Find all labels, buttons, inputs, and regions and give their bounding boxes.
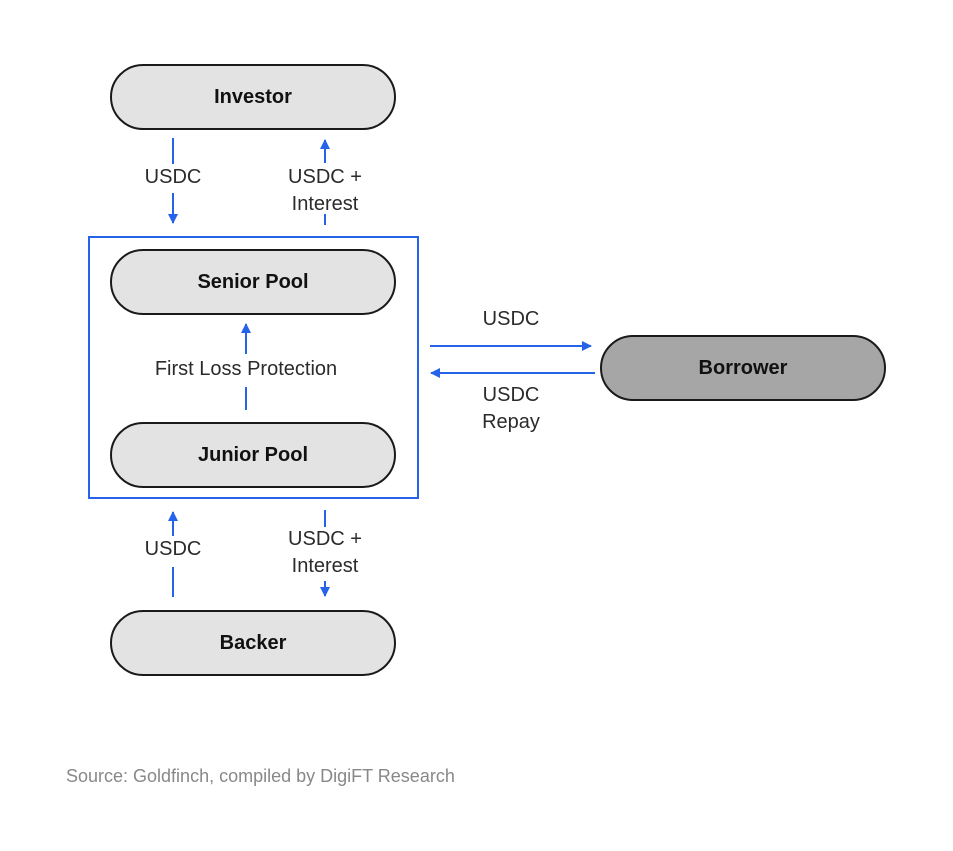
source-note: Source: Goldfinch, compiled by DigiFT Re… <box>66 766 455 786</box>
borrower-node: Borrower <box>600 335 886 401</box>
junior-pool-label: Junior Pool <box>198 443 308 466</box>
label-junior-to-backer: USDC + Interest <box>288 528 362 577</box>
label-investor-to-senior: USDC <box>144 166 202 188</box>
label-first-loss-protection: First Loss Protection <box>154 358 338 380</box>
label-pool-to-borrower: USDC <box>482 308 540 330</box>
backer-node: Backer <box>110 610 396 676</box>
senior-pool-node: Senior Pool <box>110 249 396 315</box>
label-senior-to-investor: USDC + Interest <box>288 166 362 215</box>
label-borrower-to-pool: USDC Repay <box>482 384 540 433</box>
borrower-label: Borrower <box>698 356 788 379</box>
senior-pool-label: Senior Pool <box>197 270 309 293</box>
pool-group-frame <box>88 236 419 499</box>
junior-pool-node: Junior Pool <box>110 422 396 488</box>
investor-node: Investor <box>110 64 396 130</box>
investor-label: Investor <box>214 85 292 108</box>
backer-label: Backer <box>219 631 287 654</box>
label-backer-to-junior: USDC <box>144 538 202 560</box>
